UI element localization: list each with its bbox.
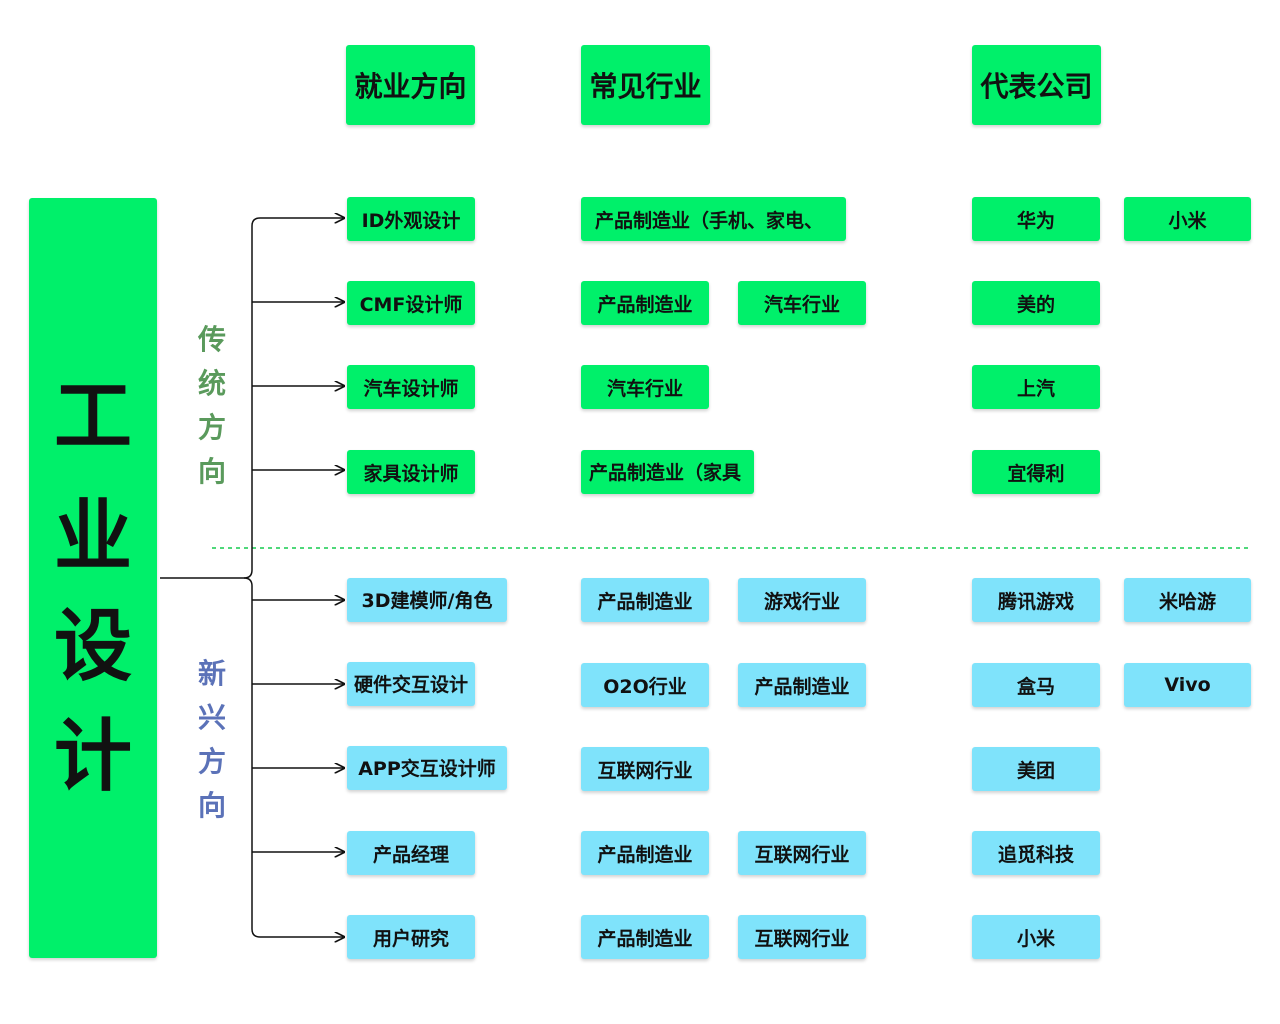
header-direction: 就业方向 bbox=[346, 45, 475, 125]
main-title-char: 计 bbox=[53, 712, 132, 802]
direction-box: 产品经理 bbox=[347, 831, 475, 875]
company-box: 米哈游 bbox=[1124, 578, 1251, 622]
industry-box: 产品制造业（家具 bbox=[581, 450, 754, 494]
industry-box: 产品制造业 bbox=[581, 281, 709, 325]
industry-box: 游戏行业 bbox=[738, 578, 866, 622]
company-box: 美的 bbox=[972, 281, 1100, 325]
industry-box: 汽车行业 bbox=[581, 365, 709, 409]
header-company: 代表公司 bbox=[972, 45, 1101, 125]
industry-box: 产品制造业 bbox=[581, 915, 709, 959]
group-label-emerging-char: 兴 bbox=[197, 701, 226, 734]
group-label-traditional-char: 方 bbox=[197, 411, 226, 444]
group-label-traditional-char: 传 bbox=[197, 323, 226, 356]
direction-box: 用户研究 bbox=[347, 915, 475, 959]
group-label-traditional-char: 统 bbox=[197, 367, 226, 400]
main-title-char: 设 bbox=[53, 602, 132, 692]
trunk-line bbox=[243, 577, 261, 938]
company-box: 宜得利 bbox=[972, 450, 1100, 494]
industry-box: 汽车行业 bbox=[738, 281, 866, 325]
direction-box: 汽车设计师 bbox=[347, 365, 475, 409]
company-box: 小米 bbox=[1124, 197, 1251, 241]
main-title-block: 工 业 设 计 bbox=[29, 198, 157, 958]
direction-box: CMF设计师 bbox=[347, 281, 475, 325]
trunk-line bbox=[160, 217, 261, 579]
direction-box: 3D建模师/角色 bbox=[347, 578, 507, 622]
industry-box: 产品制造业 bbox=[738, 663, 866, 707]
industry-box: 产品制造业 bbox=[581, 578, 709, 622]
group-label-traditional-char: 向 bbox=[197, 455, 226, 488]
company-box: 小米 bbox=[972, 915, 1100, 959]
company-box: 追觅科技 bbox=[972, 831, 1100, 875]
header-industry: 常见行业 bbox=[581, 45, 710, 125]
industry-box: O2O行业 bbox=[581, 663, 709, 707]
company-box: 上汽 bbox=[972, 365, 1100, 409]
industry-box: 产品制造业 bbox=[581, 831, 709, 875]
direction-box: APP交互设计师 bbox=[347, 746, 507, 790]
direction-box: 硬件交互设计 bbox=[347, 662, 475, 706]
company-box: 腾讯游戏 bbox=[972, 578, 1100, 622]
direction-box: 家具设计师 bbox=[347, 450, 475, 494]
group-label-emerging-char: 新 bbox=[197, 657, 226, 690]
company-box: 华为 bbox=[972, 197, 1100, 241]
company-box: Vivo bbox=[1124, 663, 1251, 707]
direction-box: ID外观设计 bbox=[347, 197, 475, 241]
industry-box: 互联网行业 bbox=[581, 747, 709, 791]
industry-box: 产品制造业（手机、家电、 bbox=[581, 197, 846, 241]
group-label-emerging-char: 方 bbox=[197, 745, 226, 778]
company-box: 美团 bbox=[972, 747, 1100, 791]
industry-box: 互联网行业 bbox=[738, 831, 866, 875]
main-title-char: 工 bbox=[53, 372, 132, 462]
industry-box: 互联网行业 bbox=[738, 915, 866, 959]
company-box: 盒马 bbox=[972, 663, 1100, 707]
group-label-emerging-char: 向 bbox=[197, 789, 226, 822]
main-title-char: 业 bbox=[53, 492, 132, 582]
